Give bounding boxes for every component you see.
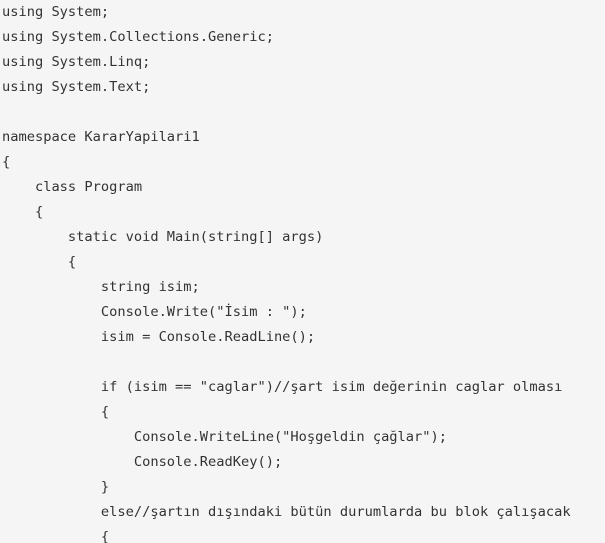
code-line: isim = Console.ReadLine(); [2,329,316,345]
code-line: { [2,154,11,170]
code-line: { [2,254,77,270]
code-line: using System; [2,4,110,20]
code-line: Console.WriteLine("Hoşgeldin çağlar"); [2,429,447,445]
code-line: if (isim == "caglar")//şart isim değerin… [2,379,563,395]
code-line: Console.Write("İsim : "); [2,304,307,320]
code-line: static void Main(string[] args) [2,229,324,245]
code-line: { [2,529,110,543]
code-line: string isim; [2,279,200,295]
code-line: class Program [2,179,143,195]
code-line: Console.ReadKey(); [2,454,283,470]
code-line: namespace KararYapilari1 [2,129,200,145]
code-line: } [2,479,110,495]
code-line: { [2,404,110,420]
code-line: using System.Collections.Generic; [2,29,274,45]
code-line: else//şartın dışındaki bütün durumlarda … [2,504,571,520]
code-line: using System.Linq; [2,54,151,70]
code-line: using System.Text; [2,79,151,95]
code-line: { [2,204,44,220]
